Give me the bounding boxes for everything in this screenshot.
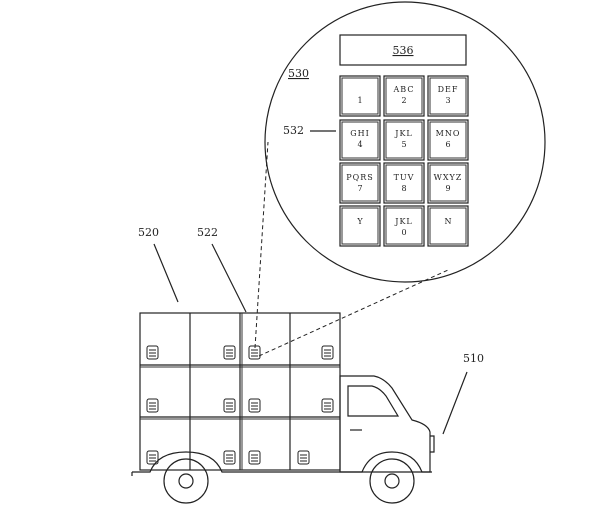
svg-text:1: 1	[357, 96, 362, 105]
key-3: DEF 3	[427, 75, 469, 117]
svg-text:JKL: JKL	[394, 217, 413, 226]
delivery-truck	[131, 312, 435, 504]
rear-wheel-hub	[178, 473, 194, 489]
svg-text:Y: Y	[356, 217, 363, 226]
leader-510	[442, 371, 468, 435]
svg-text:JKL: JKL	[394, 129, 413, 138]
key-n: N	[427, 205, 469, 247]
front-wheel	[369, 458, 415, 504]
svg-text:WXYZ: WXYZ	[434, 173, 463, 182]
key-6: MNO 6	[427, 119, 469, 161]
locker-keypad-icon	[223, 450, 236, 465]
cab-window	[347, 385, 400, 417]
key-1: 1	[339, 75, 381, 117]
label-510: 510	[463, 352, 484, 365]
key-0: JKL 0	[383, 205, 425, 247]
leader-522	[211, 243, 247, 313]
svg-text:7: 7	[357, 184, 362, 193]
rear-wheel	[163, 458, 209, 504]
locker-keypad-icon	[223, 345, 236, 360]
svg-text:GHI: GHI	[350, 129, 370, 138]
key-7: PQRS 7	[339, 162, 381, 204]
leader-520	[153, 243, 179, 303]
locker-keypad-icon	[146, 398, 159, 413]
svg-text:PQRS: PQRS	[346, 173, 373, 182]
key-9: WXYZ 9	[427, 162, 469, 204]
locker-keypads	[146, 345, 334, 465]
label-522: 522	[197, 226, 218, 239]
locker-keypad-icon	[146, 345, 159, 360]
headlight	[430, 435, 435, 453]
svg-text:N: N	[445, 217, 452, 226]
locker-grid	[140, 313, 340, 470]
label-536: 536	[393, 44, 414, 57]
locker-keypad-icon	[248, 450, 261, 465]
locker-keypad-icon	[248, 345, 261, 360]
label-530: 530	[288, 67, 309, 80]
svg-text:3: 3	[445, 96, 450, 105]
chassis	[132, 451, 432, 473]
locker-keypad-icon	[321, 398, 334, 413]
key-8: TUV 8	[383, 162, 425, 204]
front-wheel-hub	[384, 473, 400, 489]
locker-keypad-icon	[146, 450, 159, 465]
svg-text:MNO: MNO	[436, 129, 461, 138]
svg-text:9: 9	[445, 184, 450, 193]
label-532: 532	[283, 124, 304, 137]
keypad-grid: 1 ABC 2 DEF 3 GHI 4 JKL 5 MNO 6	[339, 75, 469, 247]
key-5: JKL 5	[383, 119, 425, 161]
key-2: ABC 2	[383, 75, 425, 117]
locker-keypad-icon	[321, 345, 334, 360]
locker-keypad-icon	[223, 398, 236, 413]
svg-text:DEF: DEF	[438, 85, 459, 94]
svg-text:4: 4	[357, 140, 362, 149]
locker-keypad-icon	[248, 398, 261, 413]
svg-text:5: 5	[401, 140, 406, 149]
svg-text:TUV: TUV	[394, 173, 415, 182]
svg-text:ABC: ABC	[393, 85, 415, 94]
label-520: 520	[138, 226, 159, 239]
projection-line-left	[254, 141, 269, 349]
svg-text:6: 6	[445, 140, 450, 149]
key-y: Y	[339, 205, 381, 247]
keypad-display	[339, 34, 467, 66]
svg-text:2: 2	[401, 96, 406, 105]
svg-text:8: 8	[401, 184, 406, 193]
locker-keypad-icon	[297, 450, 310, 465]
truck-cab	[339, 375, 431, 473]
magnified-keypad-circle	[264, 1, 546, 283]
key-4: GHI 4	[339, 119, 381, 161]
svg-text:0: 0	[401, 228, 406, 237]
